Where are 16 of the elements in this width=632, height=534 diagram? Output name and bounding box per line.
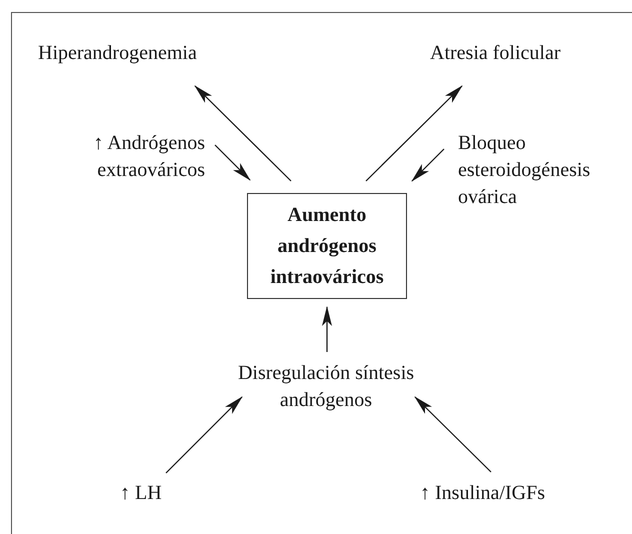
arrow xyxy=(414,396,492,472)
node-text: Atresia folicular xyxy=(430,40,605,70)
node-text: Disregulación síntesis andrógenos xyxy=(200,360,452,416)
arrow xyxy=(214,144,251,181)
arrow xyxy=(166,396,243,474)
node-text: Hiperandrogenemia xyxy=(38,40,248,70)
node-text: ↑ Insulina/IGFs xyxy=(420,480,600,510)
arrow xyxy=(411,148,444,182)
node-text: Bloqueo esteroidogénesis ovárica xyxy=(458,130,630,214)
node-text: ↑ Andrógenos extraováricos xyxy=(45,130,205,186)
arrow xyxy=(194,85,292,182)
box-text: Aumento andrógenos intraováricos xyxy=(269,202,385,290)
process-box xyxy=(247,193,407,299)
arrow xyxy=(322,306,332,352)
arrow xyxy=(366,85,463,182)
node-text: ↑ LH xyxy=(120,480,200,510)
